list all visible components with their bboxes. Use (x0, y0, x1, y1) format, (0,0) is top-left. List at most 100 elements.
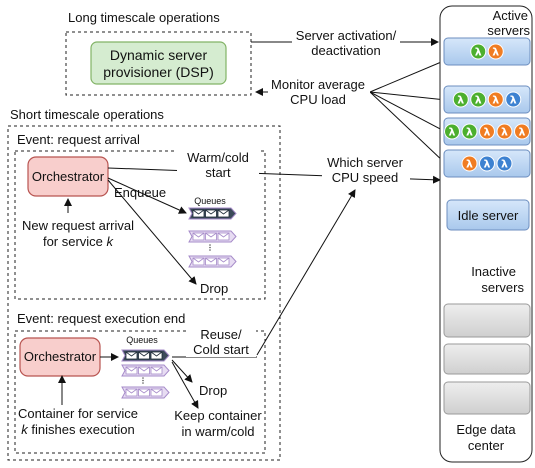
envelope-flap (138, 388, 150, 394)
envelope-flap (150, 388, 163, 394)
monitor-line-3 (369, 91, 447, 133)
inactive-servers-line2: servers (481, 280, 524, 295)
event1-box (14, 150, 266, 300)
queues-label-2: Queues (126, 335, 158, 345)
active-server-1 (443, 37, 531, 66)
container-line1: Container for service (18, 406, 138, 421)
lambda-function-icon (470, 43, 487, 60)
reuse-arrow (256, 189, 356, 356)
message-envelope-icon (192, 209, 205, 218)
reuse-label-bg (186, 327, 256, 357)
lambda-symbol: λ (466, 126, 473, 139)
envelope-flap (150, 351, 163, 357)
dsp-label-line1: Dynamic server (110, 47, 208, 63)
enqueue-arrow (107, 177, 187, 214)
lambda-function-icon (452, 91, 469, 108)
monitor-label-line2: CPU load (290, 92, 346, 107)
message-envelope-icon (138, 351, 150, 360)
message-envelope-icon (217, 232, 230, 241)
envelope-flap (205, 232, 217, 238)
queue-stack-2 (121, 349, 170, 399)
edge-dc-line1: Edge data (456, 422, 516, 437)
activation-label-line2: deactivation (311, 43, 380, 58)
new-request-line1: New request arrival (22, 218, 134, 233)
lambda-symbol: λ (457, 94, 464, 107)
ellipsis-dot (142, 377, 144, 379)
drop-arrow-1 (107, 179, 197, 285)
new-request-line2: for service k (43, 234, 115, 249)
message-envelope-icon (125, 351, 138, 360)
envelope-flap (192, 257, 205, 263)
lambda-symbol: λ (501, 158, 508, 171)
keep-line2: in warm/cold (182, 424, 255, 439)
envelope-flap (150, 366, 163, 372)
inactive-server-1 (443, 303, 531, 338)
ellipsis-dot (209, 244, 211, 246)
monitor-line-1 (369, 59, 447, 93)
which-server-label-bg (322, 155, 410, 185)
active-server-2 (443, 85, 531, 114)
event1-title: Event: request arrival (17, 132, 140, 147)
monitor-line-4 (369, 91, 447, 165)
activation-label-line1: Server activation/ (296, 28, 397, 43)
idle-server-label: Idle server (458, 208, 519, 223)
long-timescale-box (65, 31, 252, 96)
reuse-label-line2: Cold start (193, 342, 249, 357)
lambda-function-icon (487, 43, 504, 60)
warm-cold-label-bg (177, 150, 259, 180)
message-envelope-icon (217, 257, 230, 266)
envelope-flap (217, 209, 230, 215)
reuse-label-line1: Reuse/ (200, 327, 242, 342)
edge-dc-line2: center (468, 438, 505, 453)
short-timescale-box (7, 125, 281, 461)
envelope-flap (217, 257, 230, 263)
inactive-server-3 (443, 381, 531, 415)
lambda-symbol: λ (475, 94, 482, 107)
message-envelope-icon (138, 366, 150, 375)
message-envelope-icon (150, 366, 163, 375)
envelope-flap (192, 209, 205, 215)
active-servers-line1: Active (493, 8, 528, 23)
inactive-servers-line1: Inactive (471, 264, 516, 279)
queue-stack-1 (188, 207, 237, 268)
lambda-function-icon (505, 91, 522, 108)
monitor-label-bg (268, 77, 370, 107)
envelope-flap (205, 257, 217, 263)
message-envelope-icon (192, 257, 205, 266)
activation-label-bg (292, 28, 400, 58)
warm-cold-label-line1: Warm/cold (187, 150, 249, 165)
orchestrator-1-label: Orchestrator (32, 169, 105, 184)
event2-title: Event: request execution end (17, 311, 185, 326)
idle-server (446, 199, 530, 231)
lambda-function-icon (487, 91, 504, 108)
message-envelope-icon (217, 209, 230, 218)
message-envelope-icon (205, 232, 217, 241)
drop-label-1: Drop (200, 281, 228, 296)
lambda-function-icon (470, 91, 487, 108)
keep-arrow (171, 361, 199, 409)
envelope-flap (125, 388, 138, 394)
ellipsis-dot (209, 249, 211, 251)
drop-arrow-2 (171, 359, 193, 383)
active-servers-line2: servers (487, 23, 530, 38)
monitor-line-2 (369, 91, 447, 101)
ellipsis-dot (142, 379, 144, 382)
lambda-function-icon (496, 155, 513, 172)
keep-line1: Keep container (174, 408, 262, 423)
lambda-symbol: λ (519, 126, 526, 139)
lambda-symbol: λ (492, 46, 499, 59)
dsp-box (90, 41, 227, 85)
inactive-server-2 (443, 343, 531, 375)
lambda-symbol: λ (449, 126, 456, 139)
long-timescale-title: Long timescale operations (68, 10, 220, 25)
ellipsis-dot (209, 246, 211, 249)
message-envelope-icon (150, 388, 163, 397)
short-timescale-title: Short timescale operations (10, 107, 164, 122)
dsp-label-line2: provisioner (DSP) (103, 64, 213, 80)
envelope-flap (138, 351, 150, 357)
enqueue-label: Enqueue (114, 185, 166, 200)
ellipsis-dot (142, 382, 144, 384)
lambda-symbol: λ (484, 126, 491, 139)
lambda-function-icon (479, 123, 495, 140)
